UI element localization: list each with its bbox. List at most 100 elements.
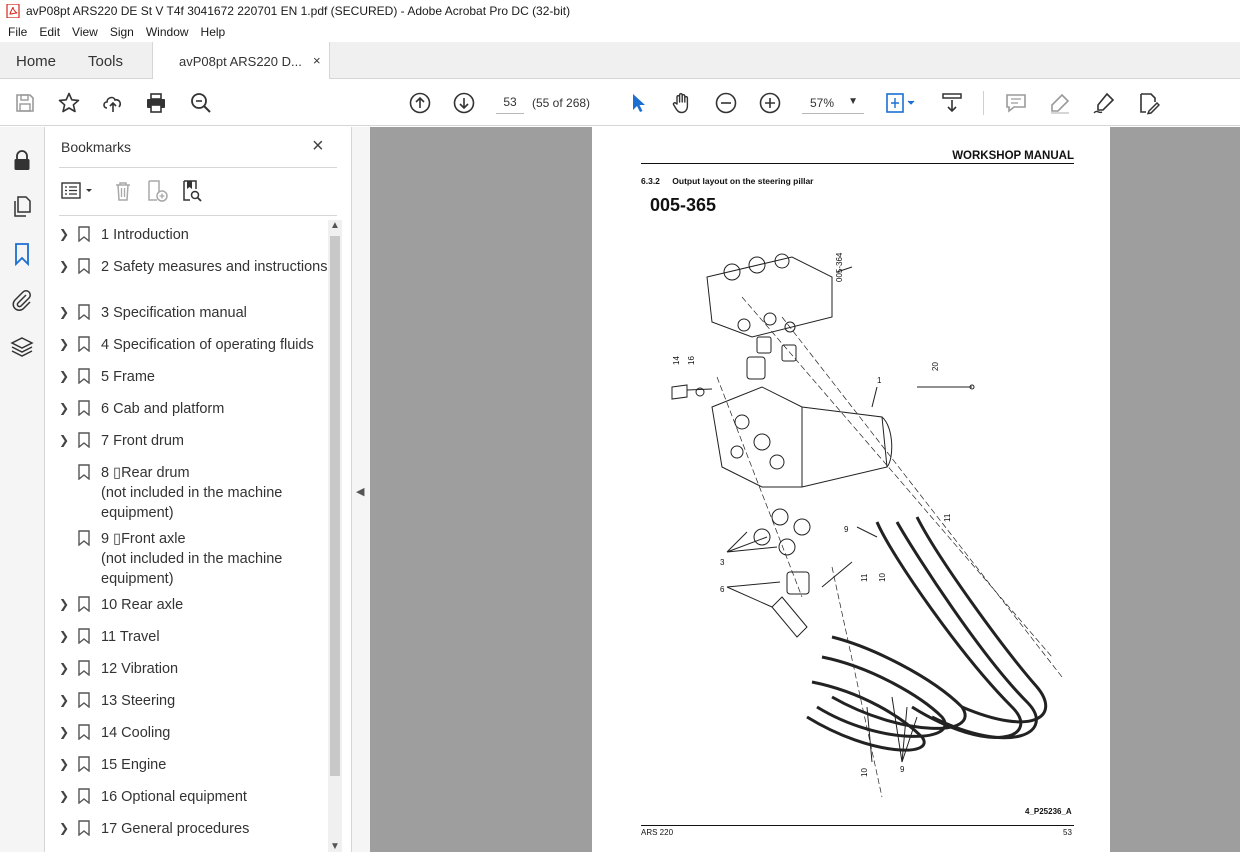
select-cursor-icon[interactable] — [627, 91, 651, 115]
document-view[interactable]: WORKSHOP MANUAL 6.3.2 Output layout on t… — [370, 127, 1240, 852]
page-down-icon[interactable] — [452, 91, 476, 115]
menu-file[interactable]: File — [8, 25, 28, 39]
bookmarks-scrollbar[interactable]: ▲ ▼ — [328, 220, 342, 852]
lock-icon[interactable] — [10, 149, 34, 173]
upload-icon[interactable] — [101, 91, 125, 115]
bookmark-label: 14 Cooling — [101, 725, 171, 741]
divider — [59, 215, 337, 216]
bookmark-label: 5 Frame — [101, 369, 155, 385]
find-bookmark-icon[interactable] — [180, 179, 204, 203]
bookmark-flag-icon — [78, 756, 90, 772]
zoom-search-icon[interactable] — [189, 91, 213, 115]
bookmark-icon[interactable] — [10, 242, 34, 267]
callout-10a: 10 — [878, 573, 887, 582]
chevron-right-icon[interactable]: ❯ — [59, 661, 70, 675]
highlight-icon[interactable] — [1048, 91, 1072, 115]
page-number-input[interactable]: 53 — [496, 92, 524, 114]
bookmark-label: 7 Front drum — [101, 433, 184, 449]
title-bar: avP08pt ARS220 DE St V T4f 3041672 22070… — [0, 0, 1240, 22]
pdf-page: WORKSHOP MANUAL 6.3.2 Output layout on t… — [592, 127, 1110, 852]
bookmark-label: 12 Vibration — [101, 661, 179, 677]
bookmark-flag-icon — [78, 692, 90, 708]
chevron-right-icon[interactable]: ❯ — [59, 725, 70, 739]
print-icon[interactable] — [144, 91, 168, 115]
sign-icon[interactable] — [1092, 91, 1116, 115]
chevron-left-icon[interactable]: ◀ — [356, 486, 365, 498]
bookmark-label: 10 Rear axle — [101, 597, 184, 613]
header-rule — [641, 163, 1074, 164]
bookmark-label: 13 Steering — [101, 693, 176, 709]
bookmark-flag-icon — [78, 788, 90, 804]
bookmarks-close-icon[interactable]: × — [312, 135, 324, 157]
section-number: 6.3.2 — [641, 176, 660, 186]
tab-home[interactable]: Home — [16, 53, 57, 70]
fit-page-icon[interactable] — [884, 91, 918, 115]
new-bookmark-icon[interactable] — [145, 179, 169, 203]
tab-document[interactable]: avP08pt ARS220 D... × — [152, 42, 330, 80]
bookmark-label: 8 ▯Rear drum (not included in the machin… — [101, 465, 283, 521]
chevron-right-icon[interactable]: ❯ — [59, 227, 70, 241]
menu-sign[interactable]: Sign — [109, 25, 134, 39]
callout-1: 1 — [877, 376, 882, 385]
page-header: WORKSHOP MANUAL — [952, 150, 1074, 162]
zoom-select[interactable]: 57% ▼ — [802, 92, 864, 114]
scroll-down-icon[interactable]: ▼ — [330, 841, 340, 852]
fill-sign-icon[interactable] — [1136, 91, 1161, 115]
callout-9a: 9 — [844, 525, 849, 534]
chevron-right-icon[interactable]: ❯ — [59, 597, 70, 611]
technical-drawing: 005-364 1 3 6 9 9 10 10 11 11 14 16 20 — [671, 252, 1063, 798]
callout-6: 6 — [720, 585, 725, 594]
hand-icon[interactable] — [670, 91, 694, 115]
bookmarks-title: Bookmarks — [61, 139, 132, 155]
chevron-right-icon[interactable]: ❯ — [59, 337, 70, 351]
bookmark-options-button[interactable] — [61, 179, 97, 203]
chevron-right-icon[interactable]: ❯ — [59, 693, 70, 707]
bookmark-flag-icon — [78, 464, 90, 480]
scrollbar-thumb[interactable] — [330, 236, 340, 776]
chevron-right-icon[interactable]: ❯ — [59, 305, 70, 319]
layers-icon[interactable] — [10, 335, 34, 359]
chevron-right-icon[interactable]: ❯ — [59, 789, 70, 803]
tab-close-icon[interactable]: × — [313, 53, 321, 68]
callout-3: 3 — [720, 558, 725, 567]
chevron-right-icon[interactable]: ❯ — [59, 369, 70, 383]
menu-view[interactable]: View — [72, 25, 98, 39]
tab-tools[interactable]: Tools — [88, 53, 124, 70]
attachment-icon[interactable] — [10, 288, 34, 312]
menu-bar: File Edit View Sign Window Help — [0, 22, 1240, 42]
panel-collapse-handle[interactable]: ◀ — [352, 127, 370, 852]
bookmark-flag-icon — [78, 724, 90, 740]
chevron-right-icon[interactable]: ❯ — [59, 821, 70, 835]
divider — [59, 167, 337, 168]
chevron-right-icon[interactable]: ❯ — [59, 629, 70, 643]
scroll-mode-icon[interactable] — [940, 91, 964, 115]
chevron-right-icon[interactable]: ❯ — [59, 259, 70, 273]
chevron-right-icon[interactable]: ❯ — [59, 401, 70, 415]
zoom-in-icon[interactable] — [758, 91, 782, 115]
comment-icon[interactable] — [1004, 91, 1028, 115]
figure-reference: 4_P25236_A — [1025, 807, 1072, 816]
section-title: Output layout on the steering pillar — [672, 176, 814, 186]
chevron-right-icon[interactable]: ❯ — [59, 757, 70, 771]
bookmark-label: 11 Travel — [101, 629, 160, 645]
bookmark-flag-icon — [78, 596, 90, 612]
bookmark-flag-icon — [78, 628, 90, 644]
menu-edit[interactable]: Edit — [39, 25, 61, 39]
footer-model: ARS 220 — [641, 828, 674, 837]
star-icon[interactable] — [57, 91, 81, 115]
zoom-out-icon[interactable] — [714, 91, 738, 115]
bookmark-flag-icon — [78, 400, 90, 416]
scroll-up-icon[interactable]: ▲ — [330, 220, 340, 231]
chevron-down-icon: ▼ — [848, 96, 858, 107]
menu-help[interactable]: Help — [200, 25, 226, 39]
page-up-icon[interactable] — [408, 91, 432, 115]
delete-icon[interactable] — [111, 179, 135, 203]
chevron-right-icon[interactable]: ❯ — [59, 433, 70, 447]
tab-bar: Home Tools avP08pt ARS220 D... × — [0, 42, 1240, 80]
callout-20: 20 — [931, 362, 940, 371]
bookmark-label: 2 Safety measures and instructions — [101, 259, 328, 275]
save-icon[interactable] — [13, 91, 37, 115]
pages-icon[interactable] — [10, 195, 34, 219]
menu-window[interactable]: Window — [145, 25, 189, 39]
bookmark-flag-icon — [78, 432, 90, 448]
